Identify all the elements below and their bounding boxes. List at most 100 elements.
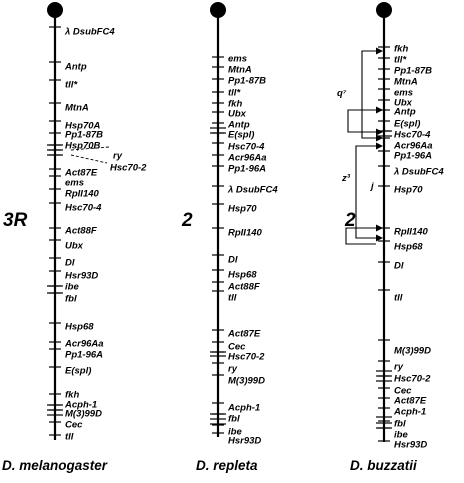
gene-label-lambda-dsubfc4: λ DsubFC4 [64, 27, 115, 38]
gene-label-cec: Cec [394, 386, 412, 397]
gene-label-mtna: MtnA [65, 103, 89, 114]
gene-label-pp1-87b: Pp1-87B [394, 66, 432, 77]
gene-label-ibe: ibe [65, 282, 79, 293]
arrow-icon [376, 106, 383, 114]
gene-label-ems: ems [65, 178, 84, 189]
gene-label-hsc70-4: Hsc70-4 [65, 203, 102, 214]
gene-label-lambda-dsubfc4: λ DsubFC4 [227, 185, 278, 196]
gene-label-pp1-87b: Pp1-87B [228, 76, 266, 87]
gene-label-antp: Antp [64, 62, 87, 73]
arrow-icon [376, 128, 383, 136]
chromosome-label: 2 [344, 210, 356, 231]
gene-label-hsp70a: Hsp70A [65, 121, 101, 132]
leader-line [70, 146, 110, 151]
inversion-z3-bracket [355, 145, 376, 239]
arrow-icon [376, 234, 383, 242]
inversion-label-0: q⁷ [337, 88, 347, 99]
gene-label-m-3-99d: M(3)99D [228, 376, 265, 387]
chromosome-map-d-repleta: emsMtnAPp1-87Btll*fkhUbxAntpE(spl)Hsc70-… [181, 2, 278, 473]
gene-label-acr96aa: Acr96Aa [227, 153, 267, 164]
gene-label-tll-star: tll* [228, 88, 241, 99]
gene-label-cec: Cec [65, 420, 83, 431]
centromere-dot [210, 2, 226, 18]
gene-label-acr96aa: Acr96Aa [64, 339, 104, 350]
gene-label-m-3-99d: M(3)99D [394, 346, 431, 357]
inversion-label-1: z³ [341, 173, 351, 184]
gene-label-hsc70-4: Hsc70-4 [228, 142, 265, 153]
arrow-icon [376, 47, 383, 55]
gene-label-e-spl: E(spl) [228, 130, 254, 141]
gene-label-pp1-87b: Pp1-87B [65, 130, 103, 141]
gene-label-tll: tll [65, 432, 74, 443]
chromosome-label: 3R [3, 210, 28, 231]
gene-label-hsp70: Hsp70 [228, 204, 257, 215]
gene-label-ry: ry [113, 151, 123, 162]
gene-label-tll: tll [394, 293, 403, 304]
gene-label-hsr93d: Hsr93D [394, 440, 427, 451]
gene-label-lambda-dsubfc4: λ DsubFC4 [393, 167, 444, 178]
gene-label-act88f: Act88F [227, 282, 260, 293]
gene-label-hsp68: Hsp68 [394, 242, 423, 253]
gene-label-acr96aa: Acr96Aa [393, 141, 433, 152]
inversion-j-bracket [345, 227, 376, 245]
gene-label-rpii140: RpII140 [228, 228, 263, 239]
gene-label-ems: ems [228, 54, 247, 65]
gene-label-ems: ems [394, 88, 413, 99]
gene-label-hsp68: Hsp68 [228, 270, 257, 281]
gene-label-hsc70-2: Hsc70-2 [394, 374, 431, 385]
gene-label-rpii140: RpII140 [394, 227, 429, 238]
gene-label-hsc70-4: Hsc70-4 [394, 130, 431, 141]
gene-label-mtna: MtnA [228, 65, 252, 76]
gene-label-dl: Dl [394, 261, 404, 272]
gene-label-hsc70-2: Hsc70-2 [110, 163, 147, 174]
gene-label-act87e: Act87E [227, 329, 261, 340]
species-label-d-repleta: D. repleta [196, 458, 258, 473]
gene-label-cec: Cec [228, 342, 246, 353]
gene-label-pp1-96a: Pp1-96A [65, 350, 103, 361]
gene-label-tll: tll [228, 293, 237, 304]
centromere-dot [376, 2, 392, 18]
gene-label-m-3-99d: M(3)99D [65, 409, 102, 420]
gene-label-hsp70: Hsp70 [394, 185, 423, 196]
gene-label-ubx: Ubx [394, 98, 413, 109]
gene-label-ibe: ibe [228, 427, 242, 438]
leader-line [70, 154, 108, 164]
gene-label-ry: ry [228, 364, 238, 375]
gene-label-ry: ry [394, 362, 404, 373]
gene-label-tll-star: tll* [394, 55, 407, 66]
inversion-q7-bracket [361, 50, 376, 139]
gene-label-dl: Dl [65, 258, 75, 269]
arrow-icon [376, 134, 383, 142]
gene-label-mtna: MtnA [394, 77, 418, 88]
gene-label-fkh: fkh [228, 99, 242, 110]
inversion-q7-inner-bracket [347, 109, 376, 133]
gene-label-fkh: fkh [65, 390, 79, 401]
gene-label-tll-star: tll* [65, 80, 78, 91]
gene-label-rpii140: RpII140 [65, 189, 100, 200]
gene-label-fkh: fkh [394, 44, 408, 55]
gene-label-hsr93d: Hsr93D [228, 436, 261, 447]
gene-label-e-spl: E(spl) [65, 366, 91, 377]
gene-label-act88f: Act88F [64, 226, 97, 237]
gene-label-acph-1: Acph-1 [227, 403, 260, 414]
gene-label-acph-1: Acph-1 [64, 400, 97, 411]
centromere-dot [47, 2, 63, 18]
gene-label-antp: Antp [227, 120, 250, 131]
gene-label-ibe: ibe [394, 430, 408, 441]
species-label-d-buzzatii: D. buzzatii [350, 458, 417, 473]
gene-label-hsr93d: Hsr93D [65, 271, 98, 282]
gene-label-fbl: fbl [228, 414, 240, 425]
gene-label-acph-1: Acph-1 [393, 407, 426, 418]
gene-label-ubx: Ubx [228, 109, 247, 120]
gene-label-hsp70b: Hsp70B [65, 141, 101, 152]
gene-label-act87e: Act87E [64, 168, 98, 179]
gene-label-hsc70-2: Hsc70-2 [228, 352, 265, 363]
gene-label-fbl: fbl [394, 419, 406, 430]
gene-label-ubx: Ubx [65, 241, 84, 252]
chromosome-label: 2 [181, 210, 193, 231]
arrow-icon [376, 142, 383, 150]
gene-label-hsp68: Hsp68 [65, 322, 94, 333]
